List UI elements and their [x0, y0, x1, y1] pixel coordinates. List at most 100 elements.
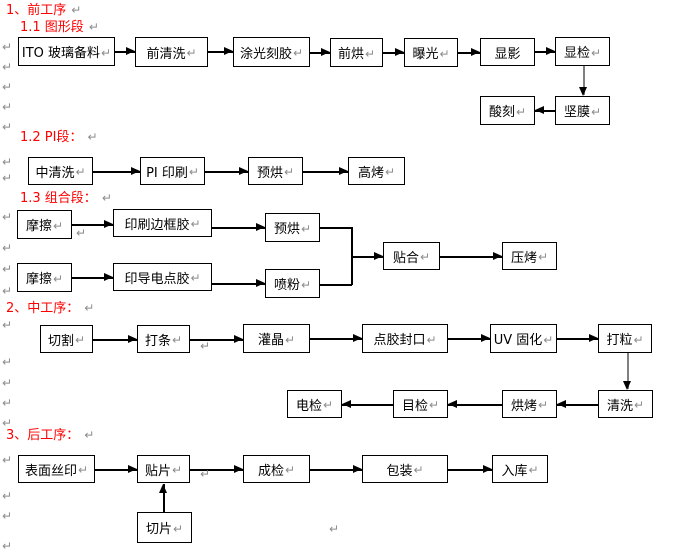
flow-box-label-print-conductive-dots: 印导电点胶 — [124, 271, 190, 287]
paragraph-mark-icon: ↵ — [87, 130, 98, 144]
flow-box-slice[interactable]: 切片↵ — [137, 512, 192, 543]
flow-box-develop[interactable]: 显影 — [480, 38, 535, 66]
flow-box-mid-clean[interactable]: 中清洗↵ — [28, 157, 93, 185]
flow-box-warehouse-in[interactable]: 入库↵ — [492, 455, 548, 483]
section-heading-label: 1.3 组合段： — [20, 191, 97, 206]
flow-box-pre-clean[interactable]: 前清洗↵ — [135, 37, 208, 67]
flow-box-label-uv-cure: UV 固化 — [493, 333, 543, 348]
paragraph-mark-icon: ↵ — [528, 463, 539, 477]
arrowhead-right-icon — [234, 465, 243, 474]
paragraph-mark-icon: ↵ — [322, 398, 334, 412]
flow-box-acid-etch[interactable]: 酸刻↵ — [480, 96, 535, 125]
flow-box-granulate[interactable]: 打粒↵ — [598, 324, 652, 353]
arrowhead-right-icon — [353, 334, 362, 343]
section-heading-3[interactable]: 1.2 PI段：↵ — [20, 131, 98, 145]
paragraph-mark-icon: ↵ — [537, 398, 549, 412]
arrowhead-left-icon — [535, 106, 544, 115]
arrowhead-right-icon — [104, 220, 113, 229]
paragraph-mark-icon: ↵ — [590, 104, 602, 119]
paragraph-mark-icon: ↵ — [190, 217, 201, 231]
connector-print-conductive-dots-to-spray-powder — [212, 283, 265, 285]
flow-box-ito-glass-prep[interactable]: ITO 玻璃备料↵ — [18, 37, 115, 66]
connector-mount-piece-to-final-inspect — [190, 469, 243, 471]
connector-rub-bottom-to-print-conductive-dots — [72, 277, 113, 279]
flow-box-high-bake[interactable]: 高烤↵ — [348, 157, 405, 185]
section-heading-label: 3、后工序： — [6, 428, 80, 443]
paragraph-mark-icon: ↵ — [364, 46, 376, 61]
flow-box-hard-bake[interactable]: 坚膜↵ — [555, 96, 610, 125]
flow-box-fill-lc[interactable]: 灌晶↵ — [243, 324, 310, 353]
paragraph-mark-icon: ↵ — [171, 463, 183, 477]
flow-box-mount-piece[interactable]: 贴片↵ — [137, 455, 190, 483]
flow-box-print-edge-sealant[interactable]: 印刷边框胶↵ — [113, 209, 212, 237]
paragraph-mark-icon: ↵ — [186, 46, 197, 60]
flow-box-expose[interactable]: 曝光↵ — [404, 38, 458, 67]
flow-box-label-final-inspect: 成检 — [257, 463, 284, 479]
flow-box-press-bake[interactable]: 压烤↵ — [502, 242, 557, 270]
flow-box-coat-photoresist[interactable]: 涂光刻胶↵ — [233, 37, 310, 67]
connector-pi-print-to-pre-bake-2 — [205, 171, 248, 173]
paragraph-mark-icon: ↵ — [75, 165, 86, 179]
section-heading-2[interactable]: 1.1 图形段↵ — [20, 21, 99, 35]
paragraph-mark-icon: ↵ — [300, 277, 312, 292]
flow-box-label-packaging: 包装 — [386, 463, 413, 479]
paragraph-mark-icon: ↵ — [74, 333, 86, 347]
flow-box-label-develop-inspect: 显检 — [563, 46, 590, 61]
paragraph-mark-icon: ↵ — [84, 428, 95, 442]
arrowhead-right-icon — [104, 273, 113, 282]
flow-box-pi-print[interactable]: PI 印刷↵ — [140, 157, 205, 185]
section-heading-5[interactable]: 2、中工序：↵ — [6, 302, 94, 316]
flow-box-pre-bake-2[interactable]: 预烘↵ — [248, 157, 303, 185]
flow-box-laminate[interactable]: 贴合↵ — [383, 242, 440, 270]
connector-bake-2-to-visual-inspect — [448, 404, 502, 406]
flow-box-visual-inspect[interactable]: 目检↵ — [393, 390, 448, 418]
connector-junction-to-laminate — [351, 256, 383, 258]
flow-box-label-slice: 切片 — [145, 522, 172, 537]
section-heading-6[interactable]: 3、后工序： ↵ — [6, 429, 94, 443]
flow-box-label-coat-photoresist: 涂光刻胶 — [239, 46, 292, 62]
flow-box-label-pi-print: PI 印刷 — [146, 165, 188, 181]
arrowhead-right-icon — [128, 465, 137, 474]
flow-box-seal-dispense[interactable]: 点胶封口↵ — [362, 324, 448, 353]
flow-box-print-conductive-dots[interactable]: 印导电点胶↵ — [113, 263, 212, 291]
section-heading-1[interactable]: 1、前工序↵ — [6, 4, 81, 18]
flow-box-pre-bake-1[interactable]: 前烘↵ — [330, 38, 383, 67]
paragraph-mark-icon: ↵ — [77, 463, 89, 477]
paragraph-mark-icon: ↵ — [590, 45, 602, 60]
connector-granulate-to-clean-2 — [627, 353, 629, 389]
flow-box-clean-2[interactable]: 清洗↵ — [598, 390, 653, 418]
flow-box-label-acid-etch: 酸刻 — [488, 105, 515, 120]
paragraph-mark-icon: ↵ — [2, 155, 13, 169]
flow-box-spray-powder[interactable]: 喷粉↵ — [265, 269, 320, 298]
flow-box-pre-bake-3[interactable]: 预烘↵ — [265, 213, 320, 242]
paragraph-mark-icon: ↵ — [439, 46, 450, 61]
flow-box-final-inspect[interactable]: 成检↵ — [243, 455, 310, 483]
section-heading-4[interactable]: 1.3 组合段：↵ — [20, 192, 112, 206]
flow-box-rub-top[interactable]: 摩擦↵ — [17, 210, 72, 239]
flow-box-label-strip-break: 打条 — [144, 333, 171, 349]
connector-surface-silkscreen-to-mount-piece — [95, 469, 137, 471]
connector-fill-lc-to-seal-dispense — [310, 338, 362, 340]
paragraph-mark-icon: ↵ — [2, 241, 13, 255]
flow-box-surface-silkscreen[interactable]: 表面丝印↵ — [18, 455, 95, 483]
flow-box-bake-2[interactable]: 烘烤↵ — [502, 390, 557, 418]
connector-slice-to-mount-piece — [163, 484, 165, 512]
flow-box-rub-bottom[interactable]: 摩擦↵ — [17, 263, 72, 292]
connector-pre-bake-3-to-junction — [320, 227, 352, 229]
flow-box-cut[interactable]: 切割↵ — [40, 325, 93, 353]
flow-box-uv-cure[interactable]: UV 固化↵ — [490, 324, 557, 353]
flow-box-label-laminate: 贴合 — [392, 250, 419, 266]
connector-develop-inspect-to-hard-bake — [583, 66, 585, 95]
flow-box-strip-break[interactable]: 打条↵ — [137, 325, 190, 353]
flow-box-label-fill-lc: 灌晶 — [257, 333, 284, 348]
flow-box-packaging[interactable]: 包装↵ — [362, 455, 448, 483]
flow-box-develop-inspect[interactable]: 显检↵ — [555, 37, 610, 66]
paragraph-mark-icon: ↵ — [71, 3, 82, 17]
flow-box-label-ito-glass-prep: ITO 玻璃备料 — [21, 46, 101, 61]
paragraph-mark-icon: ↵ — [2, 318, 13, 332]
paragraph-mark-icon: ↵ — [101, 45, 112, 60]
paragraph-mark-icon: ↵ — [2, 80, 13, 94]
flow-box-label-expose: 曝光 — [412, 47, 439, 62]
flow-box-electrical-inspect[interactable]: 电检↵ — [287, 390, 342, 418]
connector-mid-clean-to-pi-print — [93, 171, 140, 173]
